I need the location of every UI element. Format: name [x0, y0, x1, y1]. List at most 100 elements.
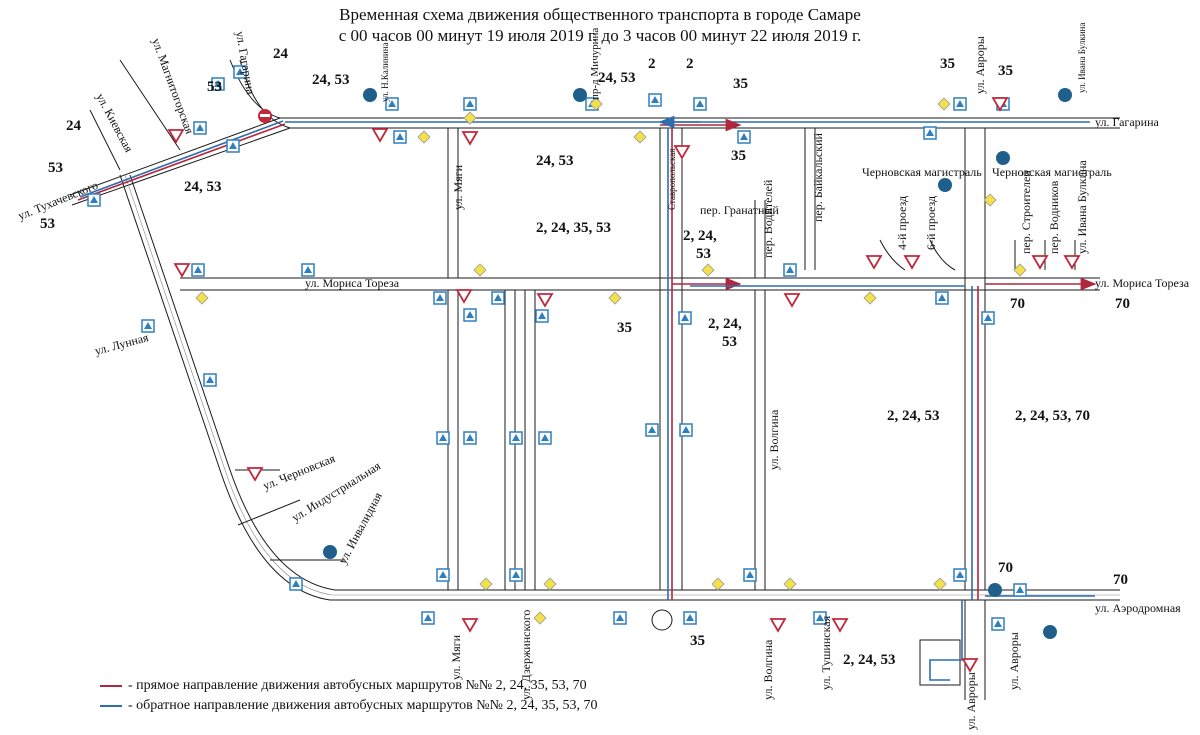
street-aerodromnaya: ул. Аэродромная: [1095, 601, 1181, 615]
priority-road-icon: [195, 291, 209, 305]
bus-stop-icon: [363, 88, 377, 102]
route-label-2: 2: [686, 56, 694, 72]
route-label-35: 35: [690, 633, 705, 649]
arrow-left-icon: [100, 684, 122, 687]
street-avrory-bottom2: ул. Авроры: [1007, 632, 1021, 690]
yield-icon: [1064, 255, 1080, 269]
route-label-2-24-53: 2, 24, 53: [887, 408, 940, 424]
road-signs: [87, 65, 1027, 631]
street-vodnikov: пер. Водников: [1047, 180, 1061, 254]
priority-road-icon: [479, 577, 493, 591]
road-magi: [447, 128, 459, 590]
street-baykalsky: пер. Байкальский: [811, 132, 825, 222]
route-label-35: 35: [998, 63, 1013, 79]
route-label-70: 70: [1115, 296, 1130, 312]
street-lunnaya: ул. Лунная: [93, 330, 150, 358]
street-avrory-top: ул. Авроры: [973, 36, 987, 94]
priority-road-icon: [933, 577, 947, 591]
street-labels: ул. Гагарина ул. Тухачевского ул. Киевск…: [16, 23, 1190, 730]
yield-icon: [784, 293, 800, 307]
route-label-2-24-53: 53: [696, 246, 711, 262]
priority-road-icon: [783, 577, 797, 591]
priority-road-icon: [937, 97, 951, 111]
sign-icon: [491, 291, 505, 305]
route-labels: 24 53 24, 53 24 53 53 24, 53 24, 53 24, …: [40, 46, 1130, 668]
priority-road-icon: [608, 291, 622, 305]
route-label-35: 35: [731, 148, 746, 164]
route-forward-tukhachevskogo: [77, 123, 286, 201]
route-label-2-24-53-70: 2, 24, 53, 70: [1015, 408, 1090, 424]
street-magi-bottom: ул. Мяги: [449, 634, 463, 680]
road-volgina: [754, 290, 766, 590]
sign-icon: [535, 309, 549, 323]
sign-icon: [226, 139, 240, 153]
street-volgina: ул. Волгина: [767, 409, 781, 470]
route-label-53: 53: [40, 216, 55, 232]
road-avrory: [964, 128, 986, 590]
arrow-left-icon: [100, 704, 122, 707]
sign-icon: [953, 97, 967, 111]
sign-icon: [645, 423, 659, 437]
bus-stop-icon: [573, 88, 587, 102]
route-label-2-24-53: 2, 24,: [683, 228, 717, 244]
route-label-2-24-53: 2, 24,: [708, 316, 742, 332]
yield-icon: [904, 255, 920, 269]
priority-road-icon: [543, 577, 557, 591]
priority-road-icon: [983, 193, 997, 207]
sign-icon: [393, 130, 407, 144]
sign-icon: [87, 193, 101, 207]
route-label-24-53: 24, 53: [536, 153, 574, 169]
route-label-35: 35: [733, 76, 748, 92]
sign-icon: [648, 93, 662, 107]
priority-road-icon: [473, 263, 487, 277]
route-label-53: 53: [207, 79, 222, 95]
road-aerodromnaya: [119, 174, 1120, 601]
sign-icon: [953, 568, 967, 582]
street-chernovskaya: ул. Черновская: [261, 451, 338, 493]
yield-icon: [770, 618, 786, 632]
legend-backward: - обратное направление движения автобусн…: [100, 698, 597, 714]
road-network: [69, 59, 1120, 700]
street-invalidnaya: ул. Инвалидная: [335, 489, 385, 566]
yield-icon: [537, 293, 553, 307]
street-gagarina: ул. Гагарина: [1095, 115, 1160, 129]
sign-icon: [743, 568, 757, 582]
street-ivana-bulkina: ул. Ивана Булкина: [1075, 160, 1089, 254]
legend-forward: - прямое направление движения автобусных…: [100, 678, 587, 694]
street-kalinina: ул. Н.Калинина: [380, 42, 390, 102]
priority-road-icon: [633, 130, 647, 144]
priority-road-icon: [1013, 263, 1027, 277]
yield-icon: [247, 467, 263, 481]
road-tukhachevskogo: [69, 117, 281, 196]
road-stavropolskaya: [659, 128, 683, 590]
sign-icon: [991, 617, 1005, 631]
sign-icon: [1013, 583, 1027, 597]
route-label-24-53: 24, 53: [184, 179, 222, 195]
sign-icon: [679, 423, 693, 437]
bus-stop-icon: [996, 151, 1010, 165]
street-volgina-bottom: ул. Волгина: [761, 639, 775, 700]
sign-icon: [613, 611, 627, 625]
sign-icon: [436, 568, 450, 582]
yield-icon: [372, 128, 388, 142]
bus-stop-icon: [938, 178, 952, 192]
map-title-line1: Временная схема движения общественного т…: [339, 5, 861, 24]
sign-icon: [693, 97, 707, 111]
yield-icon: [832, 618, 848, 632]
sign-icon: [678, 311, 692, 325]
sign-icon: [436, 431, 450, 445]
sign-icon: [191, 263, 205, 277]
street-stavropolskaya: Ставропольская: [667, 149, 677, 210]
street-chernovskaya-mag-left: Черновская магистраль: [862, 165, 982, 179]
street-tushinskaya: ул. Тушинская: [819, 615, 833, 690]
route-label-35: 35: [617, 320, 632, 336]
yield-icon: [462, 618, 478, 632]
sign-icon: [509, 431, 523, 445]
route-label-24: 24: [273, 46, 289, 62]
bus-stop-icon: [988, 583, 1002, 597]
route-label-2: 2: [648, 56, 656, 72]
priority-road-icon: [863, 291, 877, 305]
priority-road-icon: [417, 130, 431, 144]
route-label-53: 53: [48, 160, 63, 176]
street-chernovskaya-mag-right: Черновская магистраль: [992, 165, 1112, 179]
